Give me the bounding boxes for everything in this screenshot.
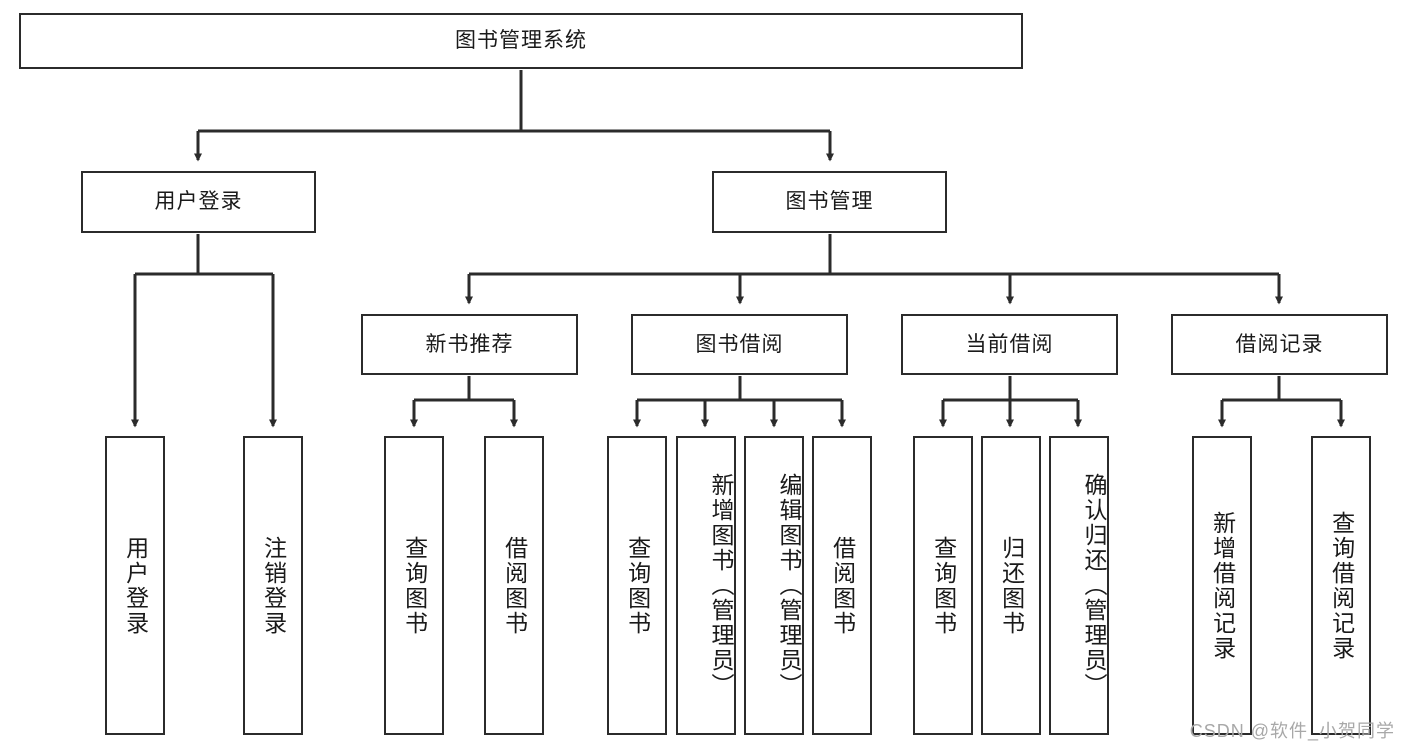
node-borrow-record[interactable]: 借阅记录 xyxy=(1171,314,1388,375)
node-label: 查询图书 xyxy=(930,535,957,636)
leaf-borrow-book-recommend[interactable]: 借阅图书 xyxy=(484,436,544,735)
node-root-system[interactable]: 图书管理系统 xyxy=(19,13,1023,69)
node-label: 用户登录 xyxy=(122,535,149,636)
leaf-add-borrow-record[interactable]: 新增借阅记录 xyxy=(1192,436,1252,735)
node-label: 编辑图书（管理员） xyxy=(776,473,802,698)
node-new-book-recommend[interactable]: 新书推荐 xyxy=(361,314,578,375)
node-label: 新增图书（管理员） xyxy=(708,473,734,698)
node-label: 确认归还（管理员） xyxy=(1081,473,1107,698)
node-label: 图书借阅 xyxy=(695,332,784,356)
leaf-edit-book-admin[interactable]: 编辑图书（管理员） xyxy=(744,436,804,735)
node-label: 图书管理系统 xyxy=(455,29,587,53)
leaf-return-book[interactable]: 归还图书 xyxy=(981,436,1041,735)
node-label: 借阅图书 xyxy=(829,535,856,636)
leaf-query-book-recommend[interactable]: 查询图书 xyxy=(384,436,444,735)
node-label: 用户登录 xyxy=(154,190,243,214)
node-label: 图书管理 xyxy=(785,190,874,214)
node-book-borrow[interactable]: 图书借阅 xyxy=(631,314,848,375)
leaf-user-login[interactable]: 用户登录 xyxy=(105,436,165,735)
leaf-borrow-book[interactable]: 借阅图书 xyxy=(812,436,872,735)
node-user-login[interactable]: 用户登录 xyxy=(81,171,316,233)
node-label: 新书推荐 xyxy=(425,332,514,356)
leaf-query-book-borrow[interactable]: 查询图书 xyxy=(607,436,667,735)
node-label: 查询图书 xyxy=(401,535,428,636)
leaf-confirm-return-admin[interactable]: 确认归还（管理员） xyxy=(1049,436,1109,735)
node-label: 查询图书 xyxy=(624,535,651,636)
node-label: 借阅记录 xyxy=(1235,332,1324,356)
leaf-add-book-admin[interactable]: 新增图书（管理员） xyxy=(676,436,736,735)
leaf-query-borrow-record[interactable]: 查询借阅记录 xyxy=(1311,436,1371,735)
node-label: 借阅图书 xyxy=(501,535,528,636)
node-book-management[interactable]: 图书管理 xyxy=(712,171,947,233)
csdn-watermark: CSDN @软件_小贺同学 xyxy=(1189,721,1395,741)
node-label: 新增借阅记录 xyxy=(1209,510,1236,661)
leaf-query-book-current[interactable]: 查询图书 xyxy=(913,436,973,735)
node-label: 查询借阅记录 xyxy=(1328,510,1355,661)
node-label: 注销登录 xyxy=(260,535,287,636)
node-label: 当前借阅 xyxy=(965,332,1054,356)
node-label: 归还图书 xyxy=(998,535,1025,636)
node-current-borrow[interactable]: 当前借阅 xyxy=(901,314,1118,375)
leaf-logout[interactable]: 注销登录 xyxy=(243,436,303,735)
